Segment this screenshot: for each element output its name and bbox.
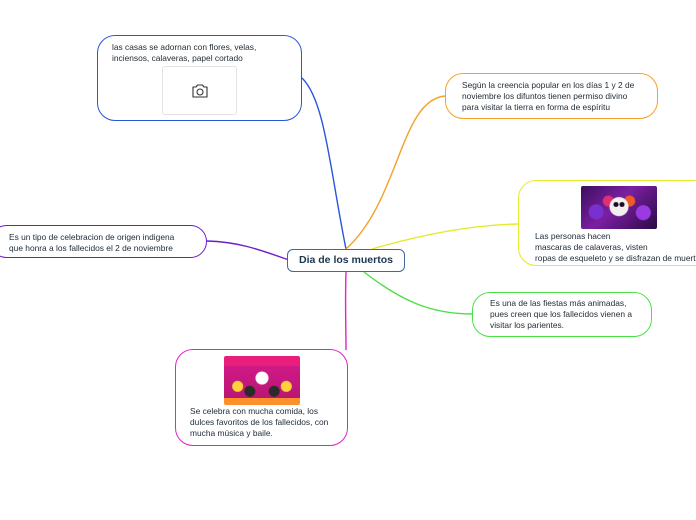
topic-festivity-text: Es una de las fiestas más animadas, pues…: [490, 298, 633, 331]
topic-festivity[interactable]: Es una de las fiestas más animadas, pues…: [472, 292, 652, 337]
altar-ofrenda-photo: [224, 356, 300, 405]
topic-definition-text: Es un tipo de celebracion de origen indi…: [9, 232, 175, 254]
image-placeholder[interactable]: [162, 66, 237, 115]
connector-belief: [345, 95, 446, 250]
topic-decorations[interactable]: las casas se adornan con flores, velas, …: [97, 35, 302, 121]
topic-belief-text: Según la creencia popular en los días 1 …: [462, 80, 635, 113]
camera-icon: [191, 83, 208, 98]
topic-costumes[interactable]: Las personas hacen mascaras de calaveras…: [518, 180, 696, 266]
topic-food-text: Se celebra con mucha comida, los dulces …: [190, 406, 329, 439]
topic-definition[interactable]: Es un tipo de celebracion de origen indi…: [0, 225, 207, 258]
topic-decorations-text: las casas se adornan con flores, velas, …: [112, 42, 257, 64]
connector-decorations: [301, 77, 347, 250]
topic-belief[interactable]: Según la creencia popular en los días 1 …: [445, 73, 658, 119]
connector-costumes: [371, 223, 519, 250]
connector-festivity: [363, 271, 473, 315]
connector-definition: [206, 240, 290, 261]
central-topic[interactable]: Dia de los muertos: [287, 249, 405, 272]
topic-food[interactable]: Se celebra con mucha comida, los dulces …: [175, 349, 348, 446]
central-topic-label: Dia de los muertos: [299, 253, 393, 266]
catrina-face-paint-photo: [581, 186, 657, 229]
topic-costumes-text: Las personas hacen mascaras de calaveras…: [535, 231, 696, 264]
